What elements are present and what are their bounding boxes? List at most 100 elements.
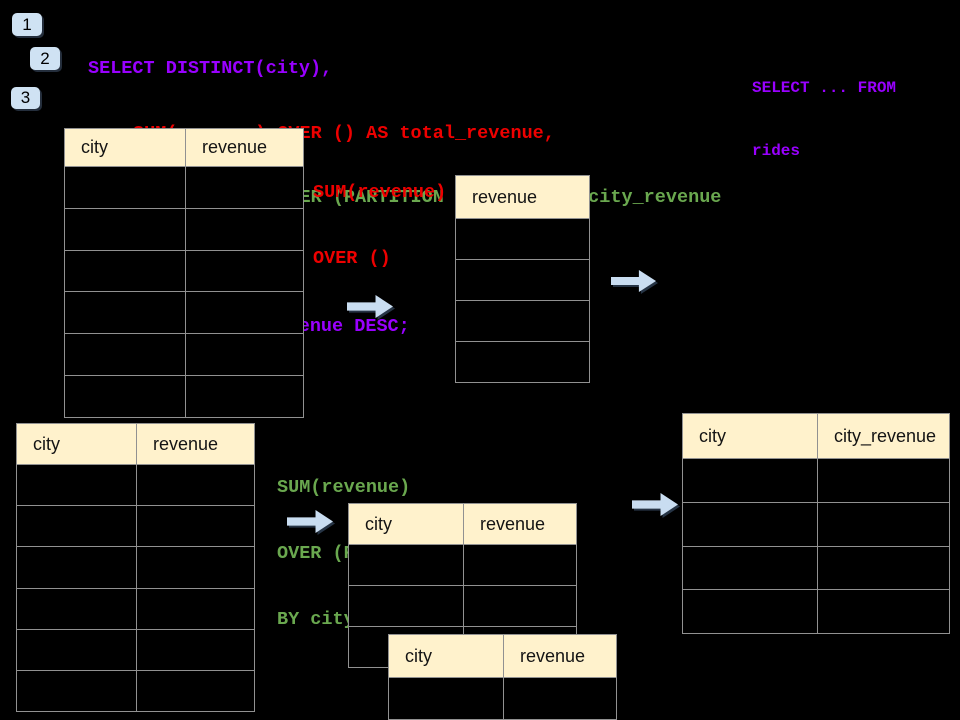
empty-cell (186, 251, 303, 292)
table-source-bottom: city revenue (16, 423, 255, 712)
empty-cell (504, 678, 616, 719)
empty-cell (137, 465, 254, 505)
empty-cell (186, 167, 303, 208)
table-row (683, 459, 949, 503)
empty-cell (17, 506, 137, 547)
step-badge-1: 1 (12, 13, 42, 36)
empty-cell (464, 545, 576, 585)
empty-cell (186, 376, 303, 417)
table-city-revenue-result: city city_revenue (682, 413, 950, 634)
table-row (17, 670, 254, 712)
side-note-line-2: rides (752, 142, 801, 160)
column-header-revenue: revenue (480, 513, 546, 534)
table-row (17, 588, 254, 630)
step-badge-2-label: 2 (40, 48, 50, 68)
empty-cell (683, 546, 818, 590)
table-row (456, 301, 589, 342)
table-row (17, 629, 254, 671)
empty-cell (683, 502, 818, 546)
column-header-revenue: revenue (202, 137, 268, 157)
total-revenue-annotation: SUM(revenue) OVER () (313, 138, 446, 314)
empty-cell (17, 629, 137, 670)
arrow-right-shape (347, 295, 393, 318)
arrow-right-icon (287, 510, 333, 533)
column-header-city-revenue: city_revenue (834, 425, 937, 446)
table-partition-front-header-row: city revenue (389, 635, 616, 678)
empty-cell (683, 590, 818, 633)
table-city-revenue-header-row: city city_revenue (683, 414, 949, 459)
empty-cell (137, 589, 254, 629)
table-partition-back-header-row: city revenue (349, 504, 576, 545)
table-row (17, 465, 254, 507)
empty-cell (17, 465, 137, 506)
table-row (65, 250, 303, 293)
table-row (17, 547, 254, 589)
empty-cell (456, 219, 589, 259)
empty-cell (65, 208, 186, 250)
table-row (65, 208, 303, 251)
empty-cell (456, 260, 589, 300)
arrow-right-shape (611, 270, 656, 292)
arrow-right-icon (347, 295, 393, 318)
empty-cell (17, 670, 137, 712)
column-header-city: city (389, 635, 504, 677)
sql-line-select: SELECT DISTINCT(city), (88, 58, 333, 79)
table-row (683, 502, 949, 547)
side-note: SELECT ... FROM rides (752, 36, 896, 204)
empty-cell (349, 545, 464, 585)
table-row (456, 260, 589, 301)
column-header-city: city (683, 414, 818, 458)
table-row (65, 376, 303, 417)
table-total-result-header-row: revenue (456, 176, 589, 219)
column-header-city: city (65, 129, 186, 166)
table-partition-front: city revenue (388, 634, 617, 720)
arrow-right-icon (632, 493, 678, 516)
empty-cell (818, 590, 949, 633)
table-total-result: revenue (455, 175, 590, 383)
partition-annotation-line-1: SUM(revenue) (277, 477, 411, 498)
table-row (456, 342, 589, 382)
table-row (389, 678, 616, 720)
empty-cell (137, 671, 254, 711)
empty-cell (65, 292, 186, 334)
table-row (17, 506, 254, 548)
empty-cell (65, 167, 186, 208)
total-annotation-line-2: OVER () (313, 248, 391, 269)
empty-cell (389, 678, 504, 719)
empty-cell (65, 334, 186, 376)
empty-cell (818, 459, 949, 502)
empty-cell (186, 292, 303, 333)
empty-cell (818, 547, 949, 590)
empty-cell (17, 547, 137, 588)
table-source-bottom-header-row: city revenue (17, 424, 254, 465)
empty-cell (818, 503, 949, 546)
column-header-city: city (349, 504, 464, 544)
empty-cell (137, 630, 254, 670)
table-row (349, 586, 576, 627)
step-badge-3-label: 3 (20, 88, 31, 107)
table-row (683, 590, 949, 633)
empty-cell (464, 586, 576, 626)
empty-cell (137, 506, 254, 546)
arrow-right-icon (611, 270, 656, 292)
table-row (683, 546, 949, 591)
empty-cell (456, 301, 589, 341)
table-row (456, 219, 589, 260)
total-annotation-line-1: SUM(revenue) (313, 182, 447, 203)
empty-cell (456, 342, 589, 382)
step-badge-3: 3 (11, 87, 40, 109)
column-header-revenue: revenue (520, 645, 586, 666)
step-badge-2: 2 (30, 47, 60, 70)
empty-cell (349, 586, 464, 626)
table-row (349, 545, 576, 586)
column-header-revenue: revenue (153, 433, 219, 454)
table-row (65, 334, 303, 377)
arrow-right-shape (632, 493, 678, 516)
arrow-right-shape (287, 510, 333, 533)
empty-cell (683, 459, 818, 502)
empty-cell (137, 547, 254, 587)
table-row (65, 167, 303, 209)
empty-cell (186, 334, 303, 375)
table-source-top-header-row: city revenue (65, 129, 303, 167)
